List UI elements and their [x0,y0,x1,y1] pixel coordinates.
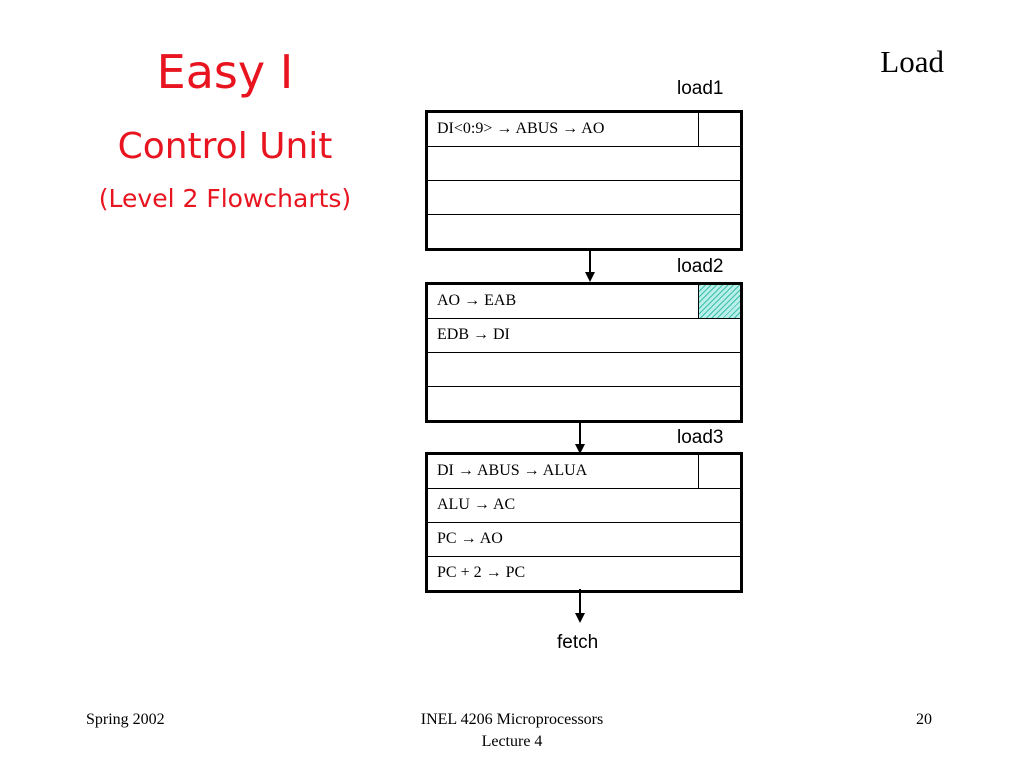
slide-subtitle-level: (Level 2 Flowcharts) [98,184,352,213]
flow-row: AO → EAB [428,285,740,318]
flow-row: DI<0:9> → ABUS → AO [428,113,740,146]
flow-row [428,180,740,214]
footer-lecture: Lecture 4 [481,733,543,750]
footer-course-name: INEL 4206 Microprocessors [420,711,604,728]
section-label: Load [880,44,944,79]
flow-row-text: ALU → AC [437,496,516,513]
flow-row-text: AO → EAB [437,292,517,309]
block-label-load3: load3 [677,427,724,448]
flow-row-text: EDB → DI [437,326,510,343]
flow-row: PC → AO [428,522,740,556]
block-label-load1: load1 [677,78,724,99]
footer-page-number: 20 [916,711,932,728]
flow-block-load2: AO → EAB EDB → DI [425,282,743,423]
block-label-load2: load2 [677,256,724,277]
flag-cell-hatched [698,285,740,318]
flow-row: EDB → DI [428,318,740,352]
exit-label-fetch: fetch [557,632,599,653]
flow-block-load3: DI → ABUS → ALUA ALU → AC PC → AO PC + 2… [425,452,743,593]
flow-row [428,386,740,420]
flow-row-text: PC + 2 → PC [437,564,526,581]
flow-row [428,146,740,180]
flow-row [428,352,740,386]
flow-row-text: PC → AO [437,530,503,547]
arrow-down-icon [575,589,585,623]
footer-date: Spring 2002 [86,711,165,728]
flag-cell-empty [698,455,740,488]
slide-title: Easy I [156,45,294,99]
flow-row: PC + 2 → PC [428,556,740,590]
arrow-down-icon [575,420,585,454]
flag-cell-empty [698,113,740,146]
slide-subtitle: Control Unit [117,126,333,167]
flow-row: DI → ABUS → ALUA [428,455,740,488]
flow-block-load1: DI<0:9> → ABUS → AO [425,110,743,251]
arrow-down-icon [585,248,595,282]
flow-row-text: DI → ABUS → ALUA [437,462,588,479]
flow-row [428,214,740,248]
flow-row-text: DI<0:9> → ABUS → AO [437,120,605,137]
flow-row: ALU → AC [428,488,740,522]
footer-course: INEL 4206 Microprocessors Lecture 4 [362,709,662,753]
